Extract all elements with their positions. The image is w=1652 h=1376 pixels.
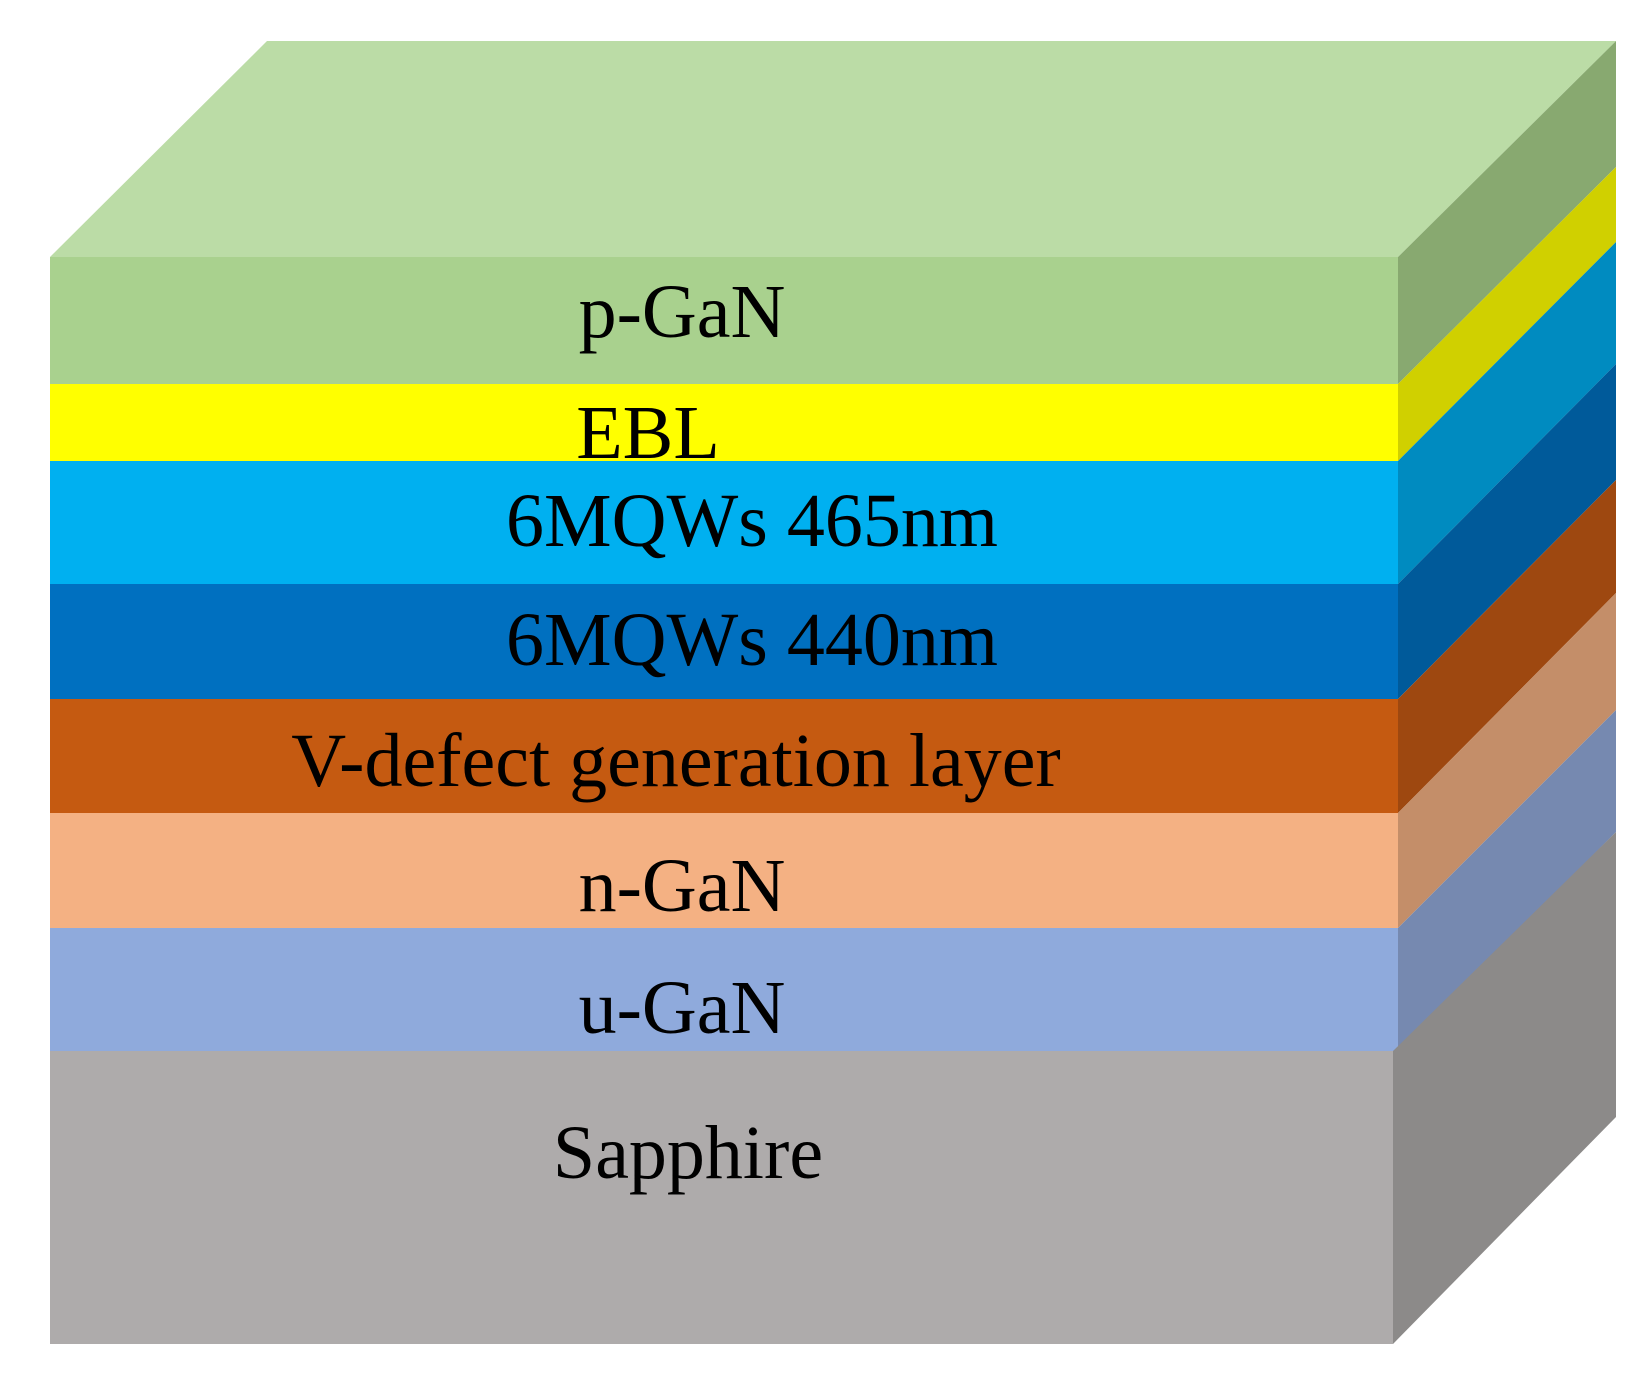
layer-front-face — [50, 699, 1398, 813]
layer-side-face — [1398, 593, 1616, 928]
layer-label-u-gan: u-GaN — [579, 966, 786, 1050]
layer-n-gan: n-GaN — [50, 593, 1616, 928]
layer-side-face — [1398, 710, 1616, 1051]
layer-label-6mqws-465nm: 6MQWs 465nm — [506, 479, 998, 563]
layer-side-face — [1398, 41, 1616, 384]
layer-label-sapphire: Sapphire — [553, 1111, 823, 1195]
layer-front-face — [50, 1051, 1393, 1344]
layer-front-face — [50, 461, 1398, 584]
layer-front-face — [50, 384, 1398, 461]
layer-side-face — [1398, 364, 1616, 699]
layer-6mqws-465nm: 6MQWs 465nm — [50, 242, 1616, 584]
layer-front-face — [50, 257, 1398, 384]
layer-label-n-gan: n-GaN — [579, 844, 786, 928]
layer-sapphire: Sapphire — [50, 832, 1616, 1344]
layer-label-p-gan: p-GaN — [579, 270, 786, 354]
layer-side-face — [1398, 242, 1616, 584]
layer-side-face — [1398, 480, 1616, 813]
layer-v-defect-generation-layer: V-defect generation layer — [50, 480, 1616, 813]
layer-label-v-defect-generation-layer: V-defect generation layer — [291, 719, 1060, 803]
layer-side-face — [1398, 167, 1616, 461]
top-face — [50, 41, 1616, 257]
layer-side-face — [1393, 832, 1616, 1344]
layer-front-face — [50, 584, 1398, 699]
layer-label-6mqws-440nm: 6MQWs 440nm — [506, 598, 998, 682]
layer-6mqws-440nm: 6MQWs 440nm — [50, 364, 1616, 699]
layer-u-gan: u-GaN — [50, 710, 1616, 1051]
layer-front-face — [50, 928, 1398, 1051]
layer-p-gan: p-GaN — [50, 41, 1616, 384]
layer-front-face — [50, 813, 1398, 928]
